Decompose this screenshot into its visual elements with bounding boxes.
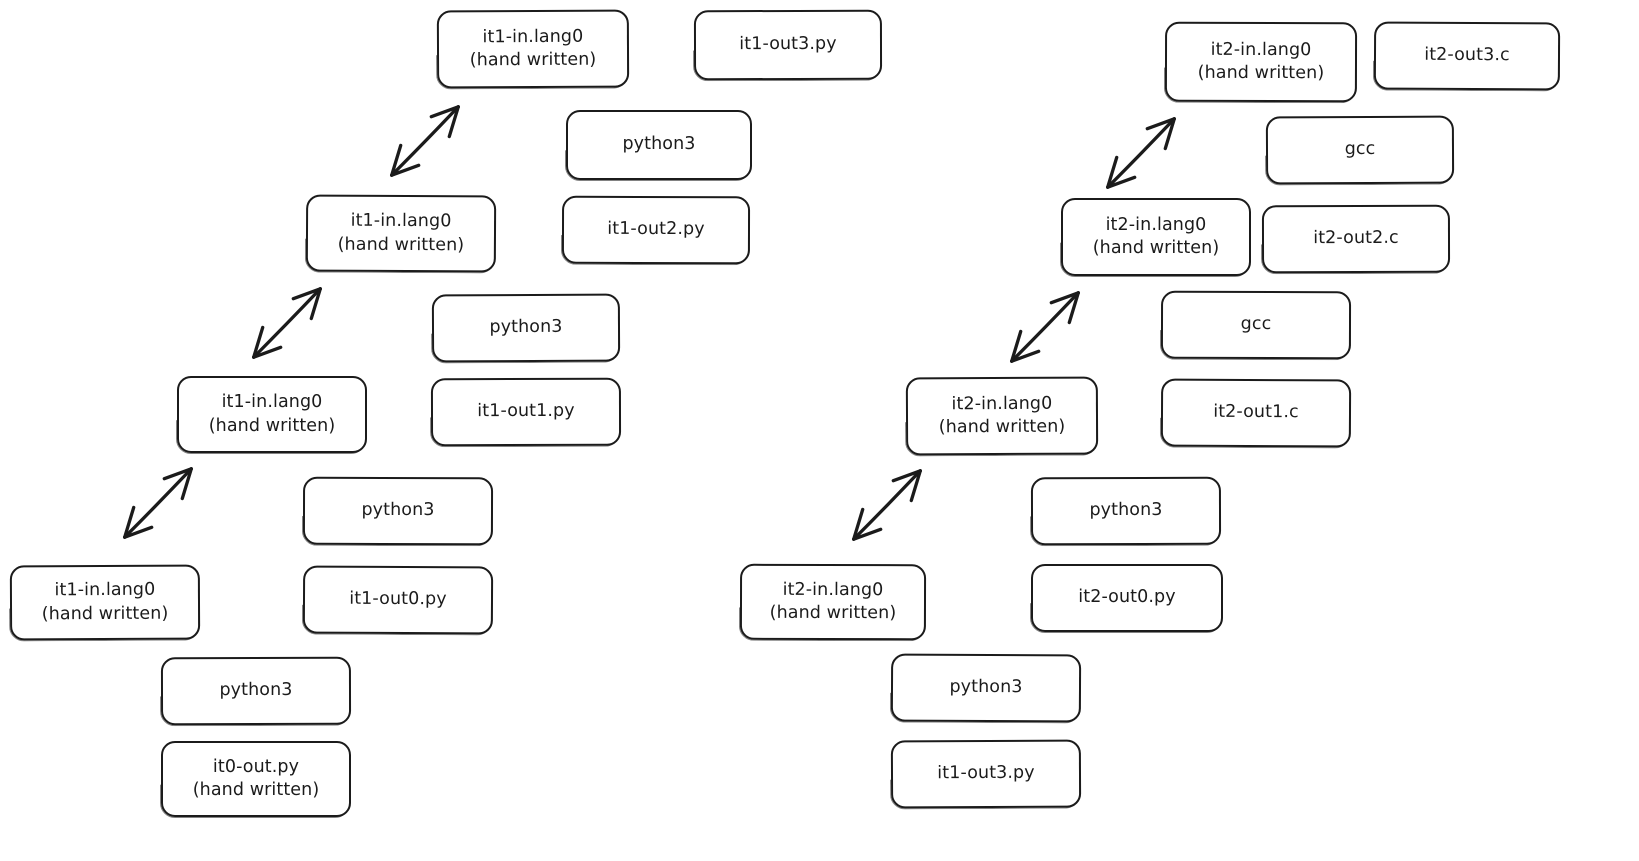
double-headed-arrow-icon [390,105,460,177]
diagram-node[interactable]: it1-out3.py [890,739,1082,809]
diagram-node[interactable]: it1-in.lang0 (hand written) [9,564,201,641]
diagram-node[interactable]: gcc [1265,115,1455,185]
diagram-node[interactable]: it2-in.lang0 (hand written) [1164,21,1358,103]
diagram-node[interactable]: it2-in.lang0 (hand written) [739,563,927,641]
diagram-node[interactable]: python3 [431,293,621,363]
diagram-node[interactable]: it1-out1.py [430,377,622,447]
double-headed-arrow-icon [1010,291,1080,363]
diagram-node[interactable]: python3 [160,656,352,726]
diagram-node[interactable]: it1-out0.py [302,565,494,635]
diagram-node[interactable]: it1-in.lang0 (hand written) [436,9,630,89]
diagram-node[interactable]: gcc [1160,290,1352,360]
diagram-node[interactable]: it2-in.lang0 (hand written) [905,376,1099,456]
diagram-node[interactable]: python3 [890,653,1082,723]
diagram-node[interactable]: python3 [302,476,494,546]
diagram-node[interactable]: python3 [566,110,752,180]
diagram-node[interactable]: it1-in.lang0 (hand written) [305,194,497,273]
diagram-node[interactable]: it2-out1.c [1160,378,1352,448]
diagram-node[interactable]: it1-in.lang0 (hand written) [177,376,367,453]
diagram-node[interactable]: it2-in.lang0 (hand written) [1061,198,1251,276]
double-headed-arrow-icon [1106,117,1176,189]
diagram-node[interactable]: it1-out2.py [561,195,751,265]
diagram-node[interactable]: python3 [1030,476,1222,546]
diagram-node[interactable]: it1-out3.py [693,9,883,81]
diagram-node[interactable]: it2-out0.py [1031,564,1223,632]
diagram-node[interactable]: it0-out.py (hand written) [161,741,351,817]
double-headed-arrow-icon [123,467,193,539]
diagram-node[interactable]: it2-out2.c [1261,204,1451,274]
double-headed-arrow-icon [852,469,922,541]
diagram-node[interactable]: it2-out3.c [1373,21,1561,91]
double-headed-arrow-icon [252,287,322,359]
